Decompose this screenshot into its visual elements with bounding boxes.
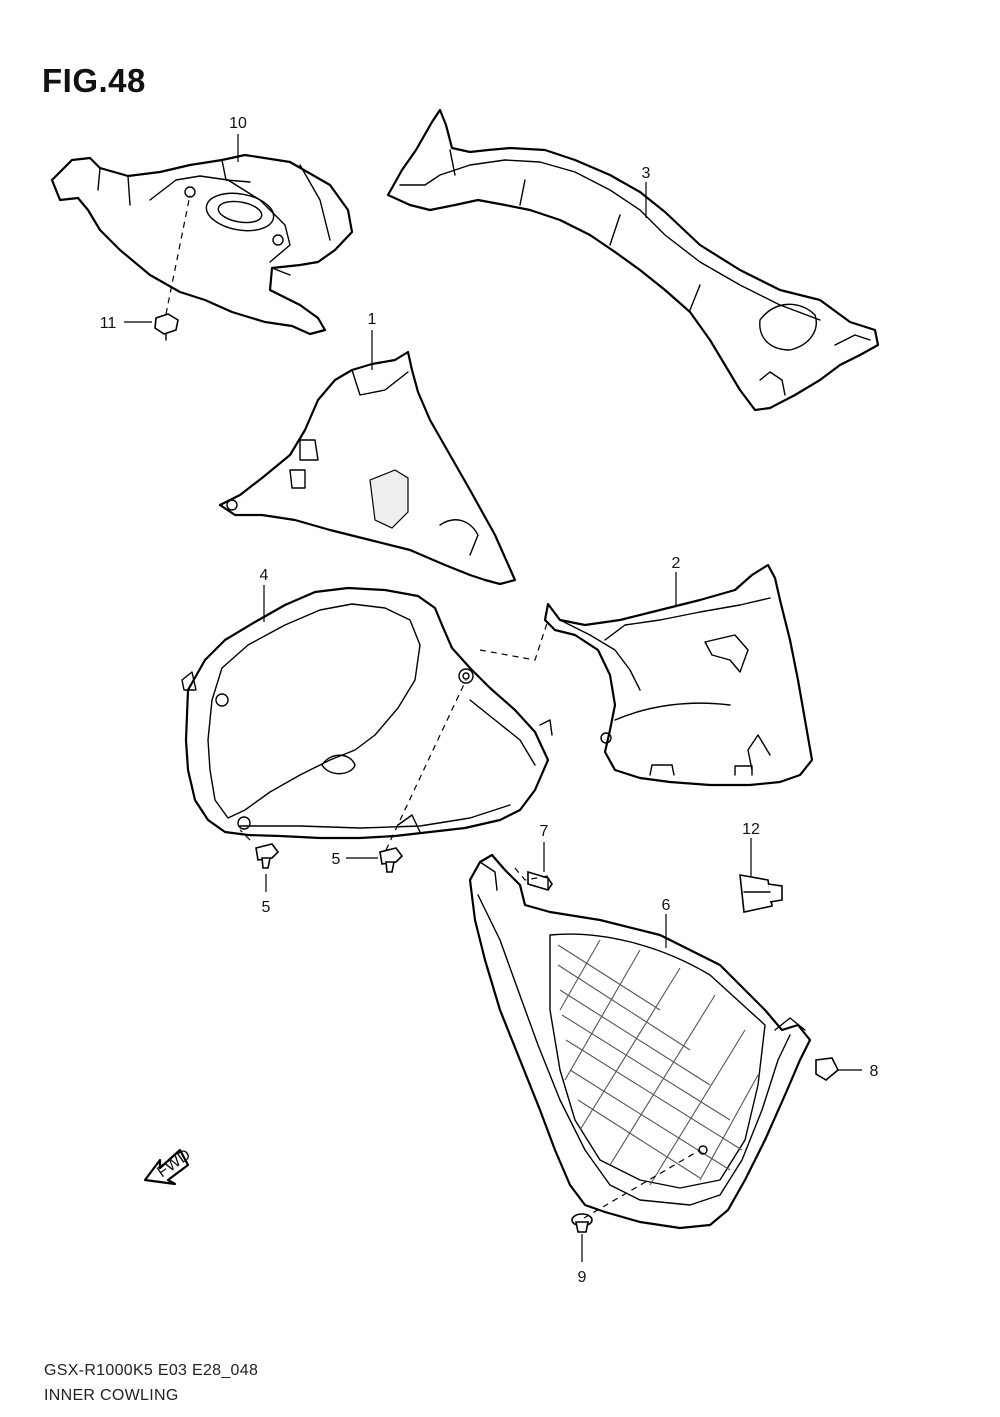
- leader-lines: [124, 134, 862, 1262]
- callout-5-center: 5: [332, 851, 341, 868]
- part-11-bolt: [154, 313, 179, 341]
- diagram-caption: INNER COWLING: [44, 1387, 179, 1404]
- callout-12: 12: [742, 821, 760, 838]
- callout-5-left: 5: [262, 899, 271, 916]
- callout-1: 1: [368, 311, 377, 328]
- callouts: 10 11 3 1 4 2 5 5 7 12 6 8 9: [100, 115, 879, 1286]
- attachment-lines: [165, 194, 701, 1219]
- figure-title: FIG.48: [42, 62, 146, 99]
- callout-2: 2: [672, 555, 681, 572]
- callout-4: 4: [260, 567, 269, 584]
- part-7-screw: [527, 870, 553, 891]
- part-3-inner-panel: [386, 108, 880, 412]
- part-6-lower-cowling: [468, 853, 812, 1230]
- callout-10: 10: [229, 115, 247, 132]
- part-5-clip-left: [255, 843, 280, 869]
- part-8-nut: [815, 1057, 839, 1081]
- callout-7: 7: [540, 823, 549, 840]
- part-5-clip-center: [379, 847, 404, 873]
- callout-6: 6: [662, 897, 671, 914]
- part-10-inner-cover: [50, 153, 354, 336]
- callout-11: 11: [100, 315, 117, 332]
- callout-3: 3: [642, 165, 651, 182]
- part-12-clip-nut: [739, 874, 783, 913]
- part-2-inner-panel: [543, 563, 814, 787]
- callout-9: 9: [578, 1269, 587, 1286]
- part-1-inner-panel: [218, 350, 517, 586]
- callout-8: 8: [870, 1063, 879, 1080]
- fwd-arrow: FWD: [143, 1146, 194, 1186]
- part-4-inner-cowling: [181, 586, 553, 840]
- part-9-rivet: [571, 1213, 593, 1233]
- model-code: GSX-R1000K5 E03 E28_048: [44, 1362, 259, 1379]
- grille-mesh: [557, 939, 759, 1186]
